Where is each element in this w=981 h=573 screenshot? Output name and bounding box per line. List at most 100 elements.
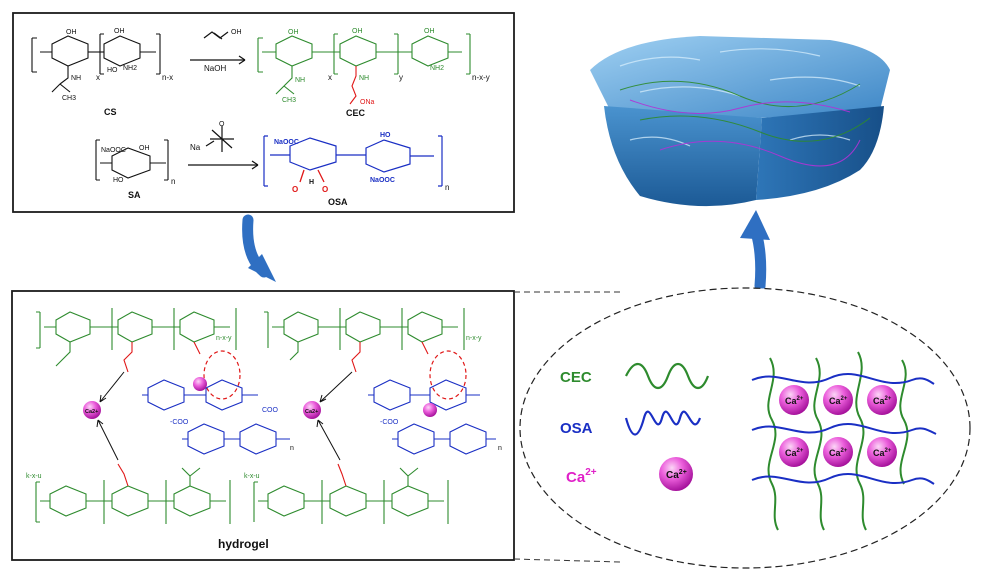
legend-osa-label: OSA bbox=[560, 420, 593, 437]
ca-ion-label-2: Ca2+ bbox=[305, 409, 318, 415]
gel-cec-fibers bbox=[619, 80, 871, 142]
hydrogel-coo-label-3: -COO bbox=[380, 419, 399, 426]
hydrogel-label: hydrogel bbox=[218, 537, 269, 551]
hydrogel-sub-nxy: n-x-y bbox=[216, 335, 232, 342]
hydrogel-sub-n: n bbox=[290, 445, 294, 452]
cec-ch3-label: CH3 bbox=[282, 97, 296, 104]
hydrogel-ca-ions bbox=[83, 377, 437, 419]
zoom-connector-lines bbox=[513, 291, 621, 563]
legend-ca-label: Ca2+ bbox=[566, 467, 597, 486]
sa-label: SA bbox=[128, 190, 141, 200]
sa-oh-label: OH bbox=[139, 145, 150, 152]
network-ca-label: Ca2+ bbox=[873, 448, 892, 458]
hydrogel-frame bbox=[11, 290, 515, 561]
osa-aldehyde-bonds bbox=[299, 169, 325, 183]
osa-label: OSA bbox=[328, 197, 348, 207]
sa-structure bbox=[95, 139, 169, 181]
gel-highlights bbox=[619, 48, 861, 147]
hydrogel-coo-label: COO bbox=[262, 407, 279, 414]
cs-nh-label: NH bbox=[71, 75, 81, 82]
reagent-naoh: NaOH bbox=[204, 64, 226, 73]
periodate-o-label: O bbox=[219, 121, 225, 128]
gel-top-face bbox=[590, 36, 890, 118]
network-osa-strands bbox=[751, 373, 937, 485]
hydrogel-block bbox=[590, 36, 890, 207]
legend-ellipse bbox=[519, 287, 971, 569]
acrylic-oh-label: OH bbox=[231, 29, 242, 36]
network-ca-balls bbox=[779, 385, 897, 467]
cec-oh-label: OH bbox=[288, 29, 299, 36]
cs-sub-x: x bbox=[96, 73, 100, 82]
cec-ona-label: ONa bbox=[360, 99, 375, 106]
osa-naooc-label: NaOOC bbox=[274, 139, 299, 146]
process-arrow-down bbox=[242, 214, 276, 282]
hydrogel-coo-label-2: -COO bbox=[170, 419, 189, 426]
hydrogel-sub-nxy-2: n-x-y bbox=[466, 335, 482, 342]
network-ca-labels: Ca2+ Ca2+ Ca2+ Ca2+ Ca2+ Ca2+ bbox=[785, 396, 892, 458]
hydrogel-sub-n-2: n bbox=[498, 445, 502, 452]
cs-ch3-label: CH3 bbox=[62, 95, 76, 102]
cs-oh-label-2: OH bbox=[114, 28, 125, 35]
hydrogel-carboxyl-top bbox=[123, 341, 201, 373]
cs-label: CS bbox=[104, 107, 117, 117]
cec-sub-nxy: n-x-y bbox=[472, 73, 490, 82]
gel-side-face bbox=[756, 106, 884, 200]
reagent-na: Na bbox=[190, 143, 201, 152]
cec-oh-label-3: OH bbox=[424, 28, 435, 35]
synthesis-panel: OH OH NH NH2 HO CH3 x n-x CS OH NaOH bbox=[12, 12, 515, 213]
reaction-arrow-2 bbox=[188, 126, 259, 170]
ca-ion-label: Ca2+ bbox=[85, 409, 98, 415]
osa-o-label-2: O bbox=[322, 185, 328, 194]
network-ca-label: Ca2+ bbox=[829, 448, 848, 458]
cs-ho-label: HO bbox=[107, 67, 118, 74]
cec-structure bbox=[257, 33, 471, 95]
process-arrow-up bbox=[740, 210, 770, 292]
ionic-interaction-arrows bbox=[96, 371, 353, 461]
osa-naooc-label-2: NaOOC bbox=[370, 177, 395, 184]
gel-front-face bbox=[604, 106, 762, 207]
cec-oh-label-2: OH bbox=[352, 28, 363, 35]
cs-oh-label: OH bbox=[66, 29, 77, 36]
legend-cec-label: CEC bbox=[560, 369, 592, 386]
cs-sub-nx: n-x bbox=[162, 73, 173, 82]
reaction-arrow-1 bbox=[190, 31, 246, 65]
legend-cec-wave bbox=[625, 362, 710, 390]
legend-ca-ball bbox=[659, 457, 693, 491]
network-cec-strands bbox=[767, 351, 909, 531]
network-ca-label: Ca2+ bbox=[873, 396, 892, 406]
network-ca-label: Ca2+ bbox=[785, 396, 804, 406]
hydrogel-carboxyl-top-2 bbox=[351, 341, 429, 373]
cec-sub-y: y bbox=[399, 73, 403, 82]
cec-carboxymethyl-chain bbox=[349, 66, 357, 105]
cec-nh-label-2: NH bbox=[359, 75, 369, 82]
sa-sub-n: n bbox=[171, 177, 175, 186]
hydrogel-osa-chains bbox=[142, 379, 496, 455]
network-ca-label: Ca2+ bbox=[829, 396, 848, 406]
osa-o-label: O bbox=[292, 185, 298, 194]
hydrogel-panel: Ca2+ Ca2+ k-x-u k-x bbox=[11, 290, 515, 561]
legend-ca-ball-label: Ca2+ bbox=[666, 469, 687, 481]
osa-h-label: H bbox=[309, 179, 314, 186]
legend-osa-wave bbox=[624, 410, 702, 436]
network-legend-panel: CEC OSA Ca2+ Ca2+ Ca2+ Ca2+ bbox=[519, 287, 971, 569]
cec-nh2-label: NH2 bbox=[430, 65, 444, 72]
network-ca-label: Ca2+ bbox=[785, 448, 804, 458]
hydrogel-cec-chains-top bbox=[36, 308, 465, 367]
hydrogel-cec-chains-bottom bbox=[35, 467, 449, 524]
cec-sub-x: x bbox=[328, 73, 332, 82]
gel-osa-fibers bbox=[629, 99, 861, 167]
osa-structure bbox=[263, 135, 443, 187]
osa-ho-label: HO bbox=[380, 132, 391, 139]
cs-structure bbox=[31, 33, 161, 93]
hydrogel-sub-kxu-2: k-x-u bbox=[244, 473, 260, 480]
sa-naooc-label: NaOOC bbox=[101, 147, 126, 154]
sa-ho-label: HO bbox=[113, 177, 124, 184]
cec-nh-label: NH bbox=[295, 77, 305, 84]
osa-sub-n: n bbox=[445, 183, 449, 192]
hydrogel-carboxyl-bottom bbox=[117, 463, 129, 487]
cec-label: CEC bbox=[346, 108, 366, 118]
cs-nh2-label: NH2 bbox=[123, 65, 137, 72]
hydrogel-carboxyl-bottom-2 bbox=[337, 463, 347, 487]
hydrogel-sub-kxu: k-x-u bbox=[26, 473, 42, 480]
